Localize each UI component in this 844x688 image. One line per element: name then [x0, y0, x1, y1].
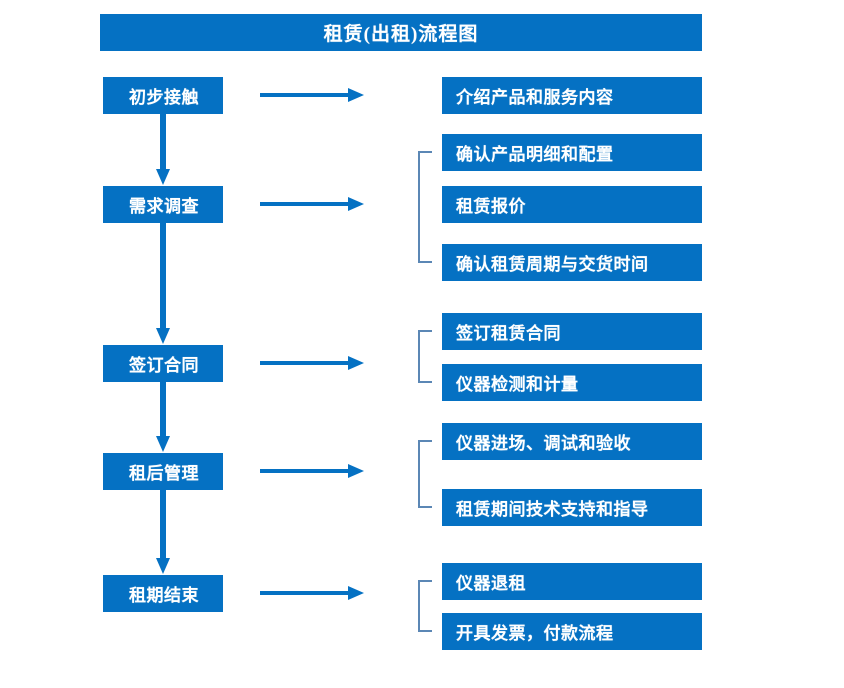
stage-box-post-lease[interactable]: 租后管理: [103, 453, 223, 490]
arrow-down-initial-to-needs: [156, 114, 170, 185]
arrow-right-sign-contract: [260, 356, 364, 370]
flowchart-title: 租赁(出租)流程图: [100, 14, 702, 51]
stage-box-lease-end[interactable]: 租期结束: [103, 575, 223, 612]
detail-box-confirm-specs[interactable]: 确认产品明细和配置: [442, 134, 702, 171]
detail-box-lease-quote[interactable]: 租赁报价: [442, 186, 702, 223]
group-bracket-lease-end: [418, 580, 432, 632]
arrow-right-lease-end: [260, 586, 364, 600]
group-bracket-needs-survey: [418, 151, 432, 263]
detail-box-sign-lease-contract[interactable]: 签订租赁合同: [442, 313, 702, 350]
arrow-right-post-lease: [260, 464, 364, 478]
detail-box-instrument-entry-commission[interactable]: 仪器进场、调试和验收: [442, 423, 702, 460]
arrow-right-initial-contact: [260, 88, 364, 102]
detail-box-instrument-return[interactable]: 仪器退租: [442, 563, 702, 600]
detail-box-confirm-period-delivery[interactable]: 确认租赁周期与交货时间: [442, 244, 702, 281]
group-bracket-sign-contract: [418, 330, 432, 383]
detail-box-instrument-inspection[interactable]: 仪器检测和计量: [442, 364, 702, 401]
arrow-down-contract-to-postlease: [156, 382, 170, 452]
stage-box-sign-contract[interactable]: 签订合同: [103, 345, 223, 382]
arrow-down-postlease-to-leaseend: [156, 490, 170, 574]
detail-box-technical-support[interactable]: 租赁期间技术支持和指导: [442, 489, 702, 526]
arrow-down-needs-to-contract: [156, 223, 170, 344]
stage-box-initial-contact[interactable]: 初步接触: [103, 77, 223, 114]
group-bracket-post-lease: [418, 440, 432, 508]
stage-box-needs-survey[interactable]: 需求调查: [103, 186, 223, 223]
detail-box-invoice-payment[interactable]: 开具发票，付款流程: [442, 613, 702, 650]
detail-box-introduce-products[interactable]: 介绍产品和服务内容: [442, 77, 702, 114]
arrow-right-needs-survey: [260, 197, 364, 211]
